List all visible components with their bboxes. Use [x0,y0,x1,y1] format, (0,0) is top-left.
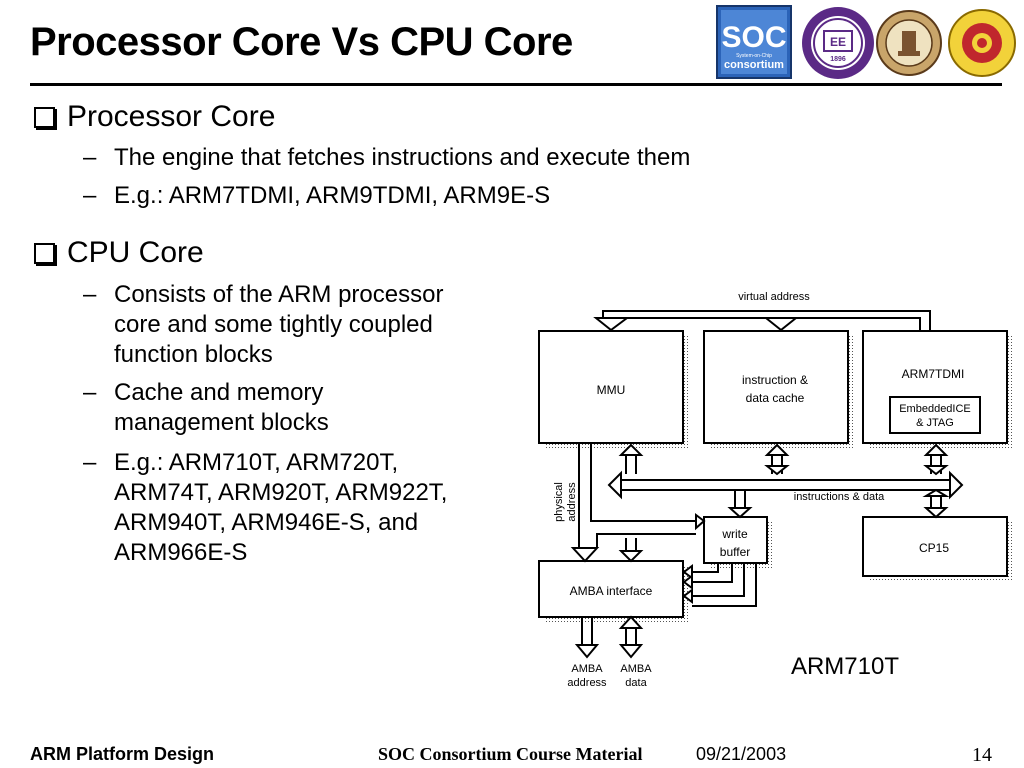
footer-material: SOC Consortium Course Material [378,744,643,764]
amba-data-label-line1: AMBA [620,663,652,675]
cp15-label: CP15 [919,541,949,555]
bullet-processor-core: Processor Core [34,100,275,134]
write-buffer-label-line1: write [721,527,748,541]
soc-consortium-logo: SOC System-on-Chip consortium [716,5,792,84]
bullet-cpu-core: CPU Core [34,236,204,270]
red-yellow-seal-emblem [946,5,1018,86]
svg-text:EE: EE [830,35,846,49]
write-buffer-label-line2: buffer [720,545,750,559]
footer-date: 09/21/2003 [696,744,787,764]
mmu-block [538,330,684,444]
cache-block [703,330,849,444]
write-buffer-block [703,516,768,564]
amba-address-label-line1: AMBA [571,663,603,675]
virtual-address-label: virtual address [738,291,810,303]
cp15-block [862,516,1008,577]
amba-data-label-line2: data [625,677,647,689]
svg-text:System-on-Chip: System-on-Chip [736,53,772,59]
title-divider [30,83,1002,86]
cache-label-line2: data cache [746,391,805,405]
footer-page-number: 14 [972,744,992,766]
physical-address-label-line1: physical [553,482,565,522]
amba-interface-block [538,560,684,618]
amba-address-label-line2: address [567,677,607,689]
arm7tdmi-block [862,330,1008,444]
embeddedice-block [889,396,981,434]
checkbox-bullet-icon [34,106,55,128]
ice-label-line1: EmbeddedICE [899,403,971,415]
checkbox-bullet-icon [34,242,55,264]
footer-course-title: ARM Platform Design [30,744,215,764]
physical-address-label-line2: address [566,482,578,522]
amba-interface-label: AMBA interface [570,584,653,598]
arm7tdmi-label: ARM7TDMI [902,367,965,381]
cache-label-line1: instruction & [742,373,808,387]
university-ee-seal: EE 1896 [800,5,876,86]
slide-title: Processor Core Vs CPU Core [30,20,573,64]
svg-text:1896: 1896 [830,56,846,63]
diagram-caption: ARM710T [791,653,899,680]
ice-label-line2: & JTAG [916,417,954,429]
svg-text:consortium: consortium [724,59,784,71]
mmu-label: MMU [597,383,626,397]
soc-logo-text: SOC [721,21,786,54]
instructions-data-label: instructions & data [794,491,885,503]
university-seal-emblem [876,5,942,86]
